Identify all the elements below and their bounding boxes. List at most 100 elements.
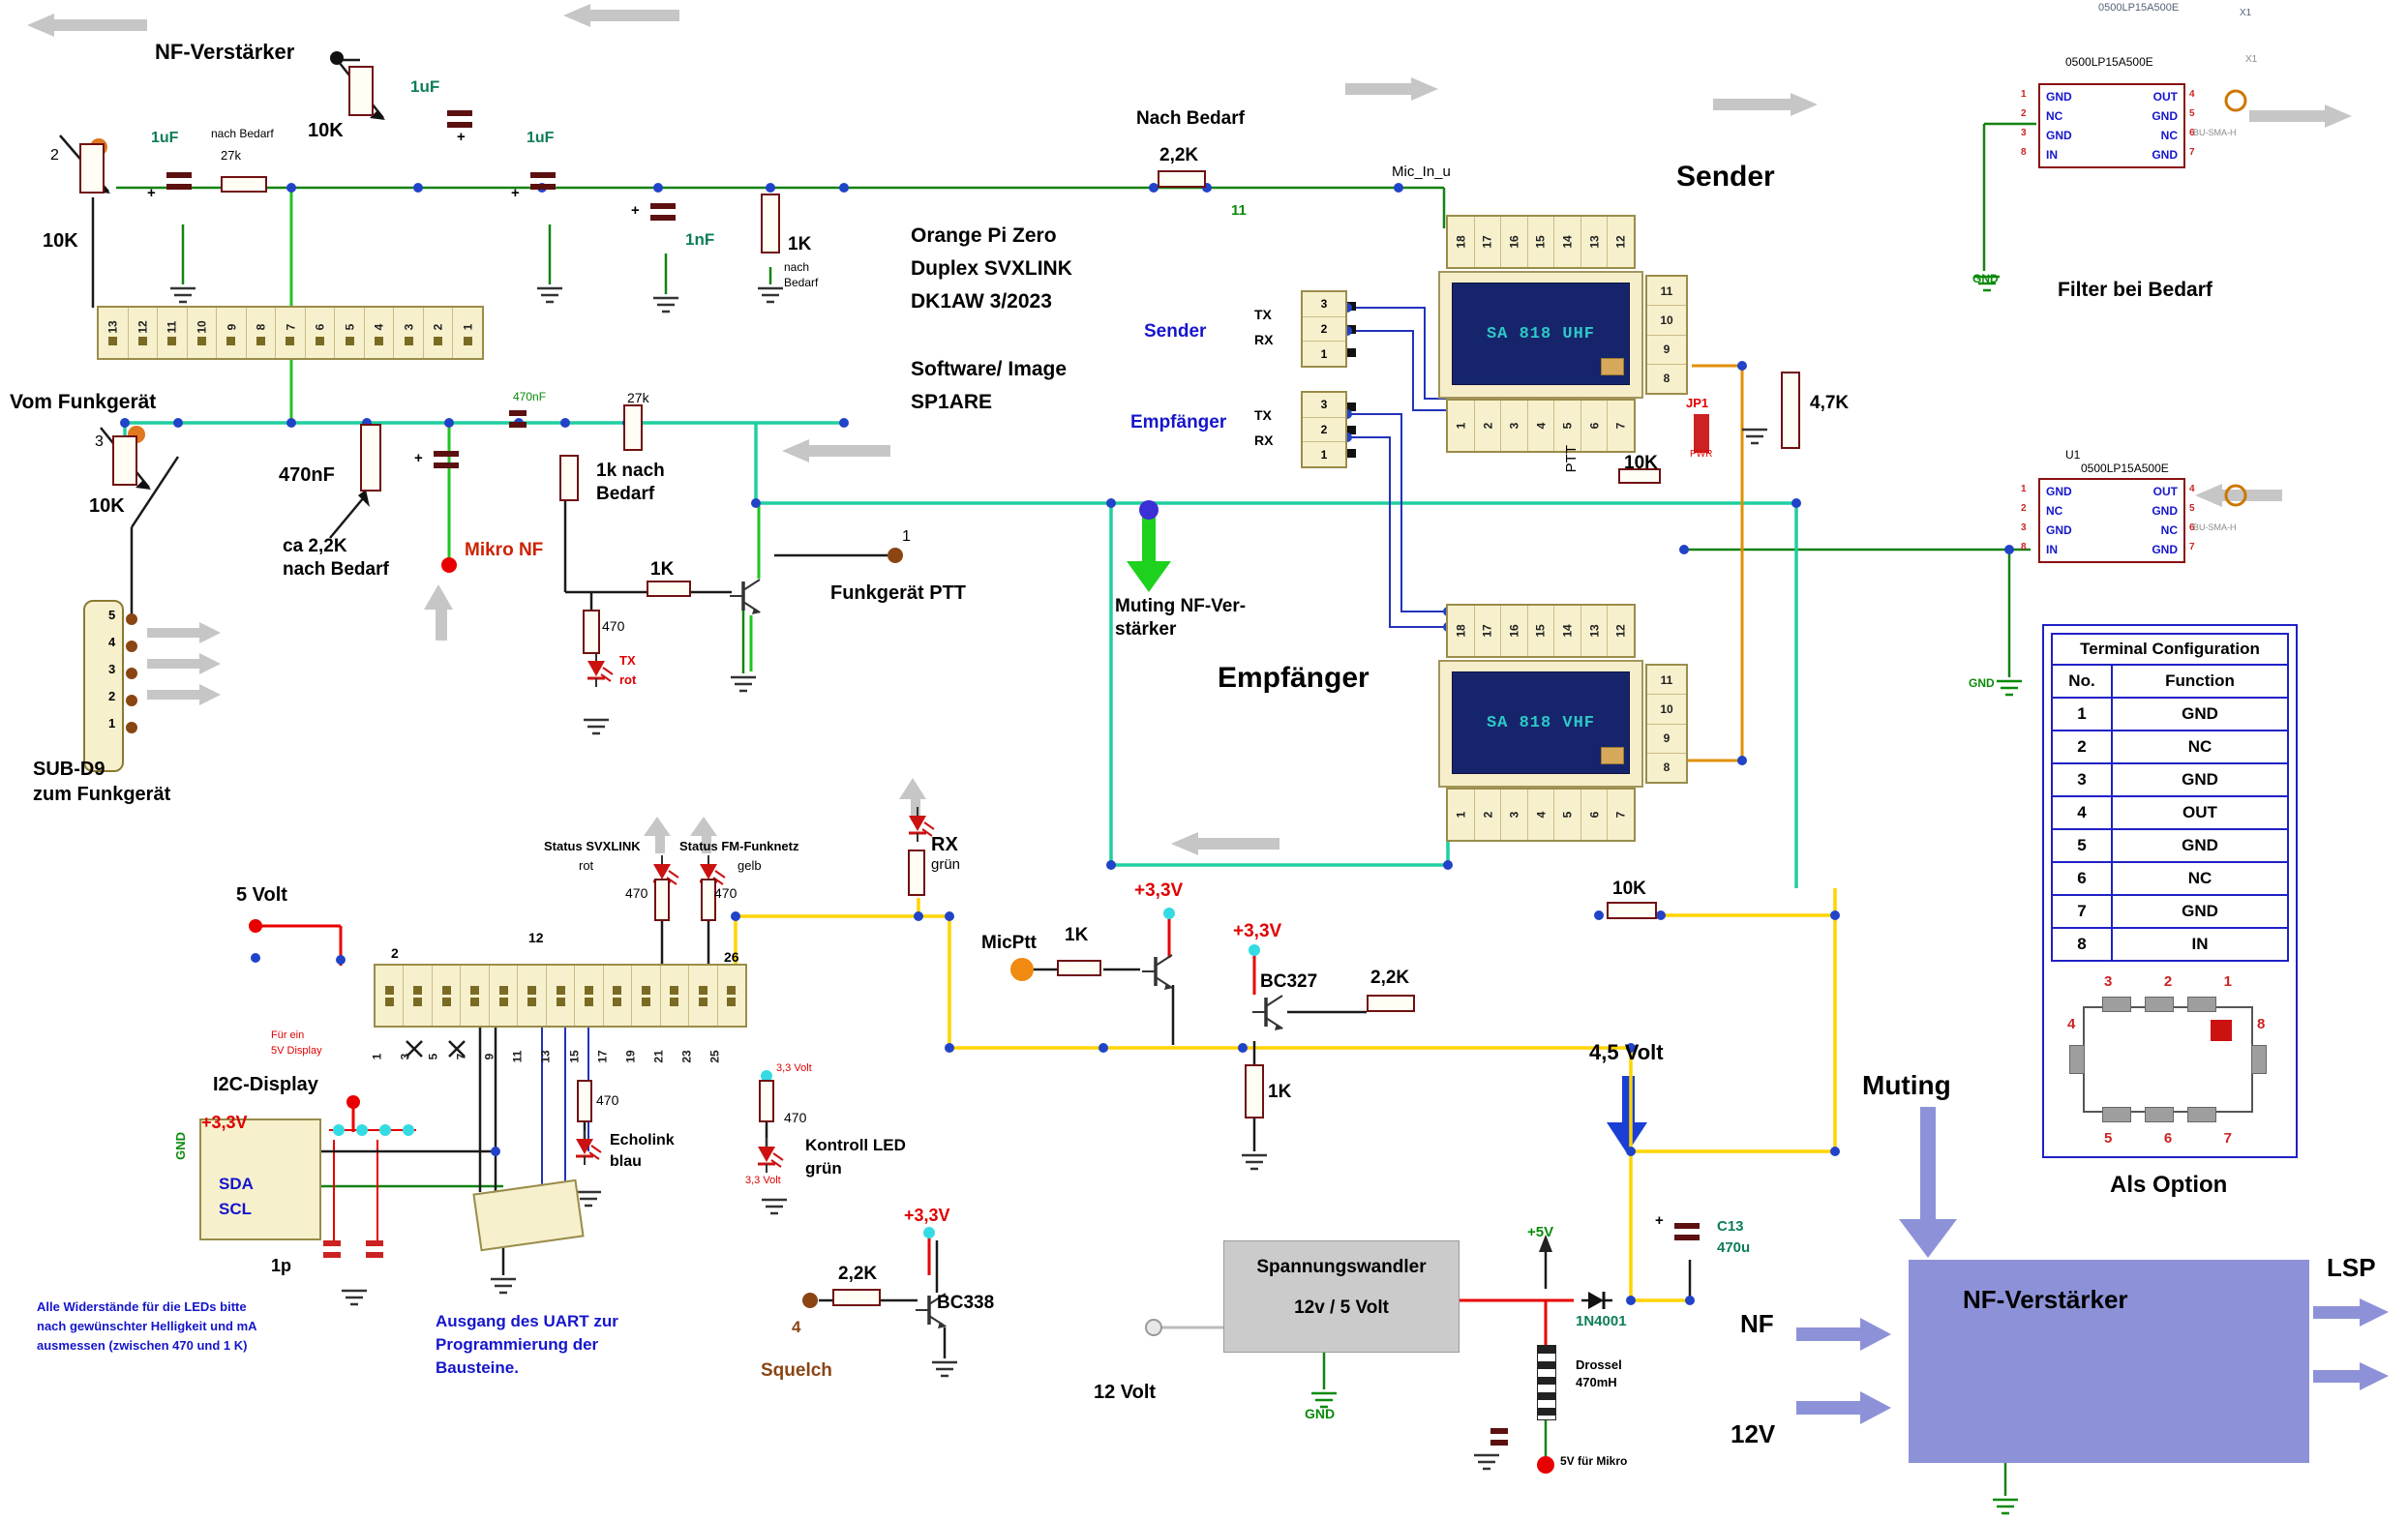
label-4k7: 4,7K — [1810, 393, 1850, 413]
label-pin1: 1 — [902, 528, 911, 545]
package-left-num: 4 — [2067, 1016, 2076, 1032]
label-status-svxlink: Status SVXLINK — [544, 839, 641, 853]
label-x1-chip1: X1 — [2245, 54, 2258, 65]
label-10k-a: 10K — [308, 120, 344, 141]
label-status-fm: Status FM-Funknetz — [679, 839, 799, 853]
label-470-kontroll: 470 — [784, 1110, 807, 1125]
label-part-chip1: 0500LP15A500E — [2065, 55, 2153, 69]
sa818-vhf-pad — [1601, 747, 1624, 764]
resistor-10k-bottom — [1607, 902, 1657, 919]
pin-cell — [575, 966, 604, 1026]
resistor-2k2-bc327 — [1367, 995, 1415, 1012]
note-uart-2: Programmierung der — [436, 1335, 599, 1354]
label-vom-funkgeraet: Vom Funkgerät — [10, 391, 157, 413]
label-sda: SDA — [219, 1175, 254, 1193]
note-uart-1: Ausgang des UART zur — [436, 1312, 618, 1330]
pin-cell — [518, 966, 547, 1026]
label-gpio-26: 26 — [724, 949, 739, 965]
junction-dots — [120, 183, 2014, 1305]
label-c13: C13 — [1717, 1218, 1744, 1235]
wires-red — [256, 915, 1574, 1345]
muting-green-arrow — [1127, 517, 1171, 592]
label-10k-c: 10K — [89, 495, 125, 517]
label-micptt: MicPtt — [981, 933, 1037, 953]
pin-cell: 7 — [276, 308, 306, 358]
label-cap-1uf-c: 1uF — [527, 130, 555, 146]
label-drossel: Drossel — [1576, 1357, 1622, 1372]
sa818-uhf-chip: SA 818 UHF — [1452, 283, 1630, 385]
sma-jack-icon — [2224, 89, 2247, 507]
nf-verstaerker-box: NF-Verstärker — [1909, 1260, 2309, 1463]
heading-lsp: LSP — [2327, 1253, 2376, 1282]
label-jp1: JP1 — [1686, 396, 1709, 410]
label-1k-nach: 1k nach — [596, 461, 665, 481]
label-5v: +5V — [1527, 1224, 1554, 1240]
led-symbols — [574, 650, 936, 1175]
label-cap-1uf-a: 1uF — [410, 77, 440, 96]
pin-cell: 9 — [217, 308, 247, 358]
label-27k-mid: 27k — [627, 390, 649, 405]
label-470nf-small: 470nF — [513, 390, 547, 403]
i2c-terminal-block — [199, 1118, 321, 1240]
pin-cell — [632, 966, 661, 1026]
sub-d9-connector — [83, 600, 124, 772]
label-33v-b: +3,3V — [1233, 921, 1282, 941]
label-gelb: gelb — [737, 858, 762, 873]
title-line4: Software/ Image — [911, 358, 1068, 380]
label-mikro-nf: Mikro NF — [465, 540, 544, 560]
package-pin1-mark — [2211, 1020, 2232, 1041]
title-line1: Orange Pi Zero — [911, 224, 1057, 247]
heading-12v: 12V — [1731, 1419, 1776, 1448]
label-gruen-rx: grün — [931, 856, 961, 873]
label-nach-bedarf-bold: Nach Bedarf — [1136, 108, 1245, 129]
resistor-10k-jp1 — [1618, 468, 1661, 484]
resistor-4k7 — [1781, 372, 1800, 449]
label-bc338: BC338 — [937, 1293, 995, 1313]
label-gnd-spw: GND — [1305, 1406, 1336, 1421]
potentiometer-nf — [348, 66, 374, 116]
label-33v-i2c: +3,3V — [201, 1113, 248, 1132]
resistor-470-status-rot — [654, 879, 670, 921]
label-plus-3: + — [511, 185, 520, 201]
resistor-470-status-gelb — [701, 879, 716, 921]
label-pwr: PWR — [1690, 449, 1713, 460]
wires-black — [59, 58, 1692, 1358]
label-fuer-ein: Für ein — [271, 1029, 305, 1041]
resistor-1k-bc327 — [1245, 1064, 1264, 1118]
pin-cell — [661, 966, 690, 1026]
label-33volt-a: 3,3 Volt — [776, 1062, 812, 1074]
label-45-volt: 4,5 Volt — [1589, 1040, 1664, 1064]
capacitor-1p-b — [366, 1240, 383, 1264]
label-1k-mikro: 1K — [650, 559, 675, 580]
label-470-echolink: 470 — [596, 1092, 619, 1108]
label-1k-bc327: 1K — [1268, 1082, 1292, 1102]
label-gnd-u1: GND — [1969, 676, 1995, 690]
wires-orange — [1686, 364, 1744, 762]
label-x1-top-edge: X1 — [2240, 8, 2252, 18]
spannungswandler-label: Spannungswandler — [1256, 1257, 1427, 1277]
label-kontroll-led: Kontroll LED — [805, 1136, 906, 1154]
label-sub-d9-1: SUB-D9 — [33, 759, 105, 780]
pin-cell: 13 — [99, 308, 129, 358]
label-u1: U1 — [2065, 448, 2081, 462]
label-cap-1uf-b: 1uF — [151, 130, 179, 146]
pin-cell: 3 — [394, 308, 424, 358]
resistor-1k-micptt — [1057, 960, 1101, 976]
label-bc327: BC327 — [1260, 971, 1318, 992]
label-bu-sma-2: BU-SMA-H — [2193, 522, 2237, 532]
capacitor-1uf-pot — [447, 110, 472, 134]
